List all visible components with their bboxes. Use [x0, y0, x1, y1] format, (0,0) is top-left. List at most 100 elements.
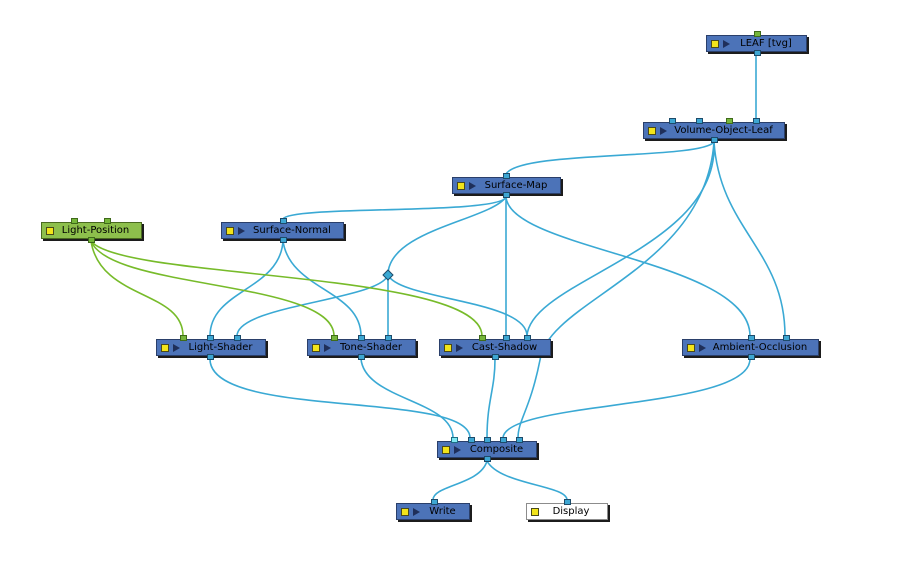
- node-composite[interactable]: Composite: [437, 437, 537, 462]
- enable-toggle-icon[interactable]: [401, 507, 409, 516]
- input-port[interactable]: [451, 437, 458, 443]
- input-port[interactable]: [748, 335, 755, 341]
- node-label: Write: [429, 506, 456, 517]
- wire-light-position-to-tone-shader: [90, 240, 335, 337]
- input-port[interactable]: [104, 218, 111, 224]
- wire-cast-shadow-to-composite: [486, 358, 496, 439]
- wire-surface-normal-to-tone-shader: [282, 240, 362, 337]
- wire-ambient-to-composite: [502, 358, 751, 439]
- expand-arrow-icon[interactable]: [238, 226, 245, 235]
- input-port[interactable]: [180, 335, 187, 341]
- enable-toggle-icon[interactable]: [312, 343, 320, 352]
- input-port[interactable]: [524, 335, 531, 341]
- node-label: Cast-Shadow: [471, 342, 538, 353]
- node-label: Ambient-Occlusion: [712, 342, 808, 353]
- wire-light-shader-to-composite: [209, 358, 471, 439]
- expand-arrow-icon[interactable]: [324, 343, 331, 352]
- wire-surface-map-to-surface-normal: [282, 196, 507, 220]
- expand-arrow-icon[interactable]: [469, 181, 476, 190]
- wire-composite-to-write: [432, 460, 488, 501]
- input-port[interactable]: [71, 218, 78, 224]
- input-port[interactable]: [280, 218, 287, 224]
- input-port[interactable]: [385, 335, 392, 341]
- expand-arrow-icon[interactable]: [173, 343, 180, 352]
- node-label: Light-Position: [61, 225, 130, 236]
- input-port[interactable]: [753, 118, 760, 124]
- wire-surface-map-to-split: [387, 196, 507, 276]
- output-port[interactable]: [358, 354, 365, 360]
- input-port[interactable]: [331, 335, 338, 341]
- wire-split-to-light-shader: [236, 274, 389, 337]
- input-port[interactable]: [431, 499, 438, 505]
- enable-toggle-icon[interactable]: [46, 226, 54, 235]
- node-cast-shadow[interactable]: Cast-Shadow: [439, 335, 551, 360]
- output-port[interactable]: [711, 137, 718, 143]
- expand-arrow-icon[interactable]: [699, 343, 706, 352]
- node-light-position[interactable]: Light-Position: [41, 218, 142, 243]
- enable-toggle-icon[interactable]: [648, 126, 656, 135]
- enable-toggle-icon[interactable]: [457, 181, 465, 190]
- node-label: LEAF [tvg]: [740, 38, 792, 49]
- node-label: Surface-Map: [484, 180, 548, 191]
- node-tone-shader[interactable]: Tone-Shader: [307, 335, 416, 360]
- output-port[interactable]: [492, 354, 499, 360]
- enable-toggle-icon[interactable]: [444, 343, 452, 352]
- input-port[interactable]: [207, 335, 214, 341]
- input-port[interactable]: [479, 335, 486, 341]
- node-label: Display: [552, 506, 590, 517]
- node-volume-object-leaf[interactable]: Volume-Object-Leaf: [643, 118, 785, 143]
- expand-arrow-icon[interactable]: [456, 343, 463, 352]
- input-port[interactable]: [500, 437, 507, 443]
- input-port[interactable]: [564, 499, 571, 505]
- wire-surface-normal-to-light-shader: [209, 240, 284, 337]
- enable-toggle-icon[interactable]: [442, 445, 450, 454]
- wire-volume-to-cast-shadow: [526, 141, 715, 337]
- node-leaf[interactable]: LEAF [tvg]: [706, 31, 807, 56]
- input-port[interactable]: [234, 335, 241, 341]
- node-label: Light-Shader: [188, 342, 253, 353]
- output-port[interactable]: [503, 192, 510, 198]
- enable-toggle-icon[interactable]: [711, 39, 719, 48]
- output-port[interactable]: [88, 237, 95, 243]
- input-port[interactable]: [484, 437, 491, 443]
- input-port[interactable]: [503, 335, 510, 341]
- input-port[interactable]: [696, 118, 703, 124]
- enable-toggle-icon[interactable]: [687, 343, 695, 352]
- expand-arrow-icon[interactable]: [413, 507, 420, 516]
- input-port[interactable]: [783, 335, 790, 341]
- wire-composite-to-display: [486, 460, 568, 501]
- enable-toggle-icon[interactable]: [226, 226, 234, 235]
- expand-arrow-icon[interactable]: [723, 39, 730, 48]
- node-label: Composite: [469, 444, 524, 455]
- enable-toggle-icon[interactable]: [531, 507, 539, 516]
- output-port[interactable]: [748, 354, 755, 360]
- node-surface-normal[interactable]: Surface-Normal: [221, 218, 344, 243]
- output-port[interactable]: [207, 354, 214, 360]
- expand-arrow-icon[interactable]: [660, 126, 667, 135]
- node-display[interactable]: Display: [526, 499, 608, 520]
- input-port[interactable]: [468, 437, 475, 443]
- wire-volume-to-ambient-occlusion: [713, 141, 786, 337]
- wire-volume-to-composite: [517, 141, 715, 439]
- input-port[interactable]: [726, 118, 733, 124]
- input-port[interactable]: [754, 31, 761, 37]
- input-port[interactable]: [503, 173, 510, 179]
- wire-surface-map-to-ambient-occlusion: [505, 196, 751, 337]
- output-port[interactable]: [280, 237, 287, 243]
- node-label: Volume-Object-Leaf: [674, 125, 773, 136]
- input-port[interactable]: [358, 335, 365, 341]
- output-port[interactable]: [754, 50, 761, 56]
- input-port[interactable]: [516, 437, 523, 443]
- output-port[interactable]: [484, 456, 491, 462]
- wire-split-to-cast-shadow: [387, 274, 528, 337]
- node-ambient-occlusion[interactable]: Ambient-Occlusion: [682, 335, 819, 360]
- wire-light-position-to-cast-shadow: [90, 240, 483, 337]
- node-surface-map[interactable]: Surface-Map: [452, 173, 561, 198]
- node-write[interactable]: Write: [396, 499, 470, 520]
- enable-toggle-icon[interactable]: [161, 343, 169, 352]
- expand-arrow-icon[interactable]: [454, 445, 461, 454]
- split-node-diamond: [382, 269, 394, 281]
- input-port[interactable]: [669, 118, 676, 124]
- node-light-shader[interactable]: Light-Shader: [156, 335, 266, 360]
